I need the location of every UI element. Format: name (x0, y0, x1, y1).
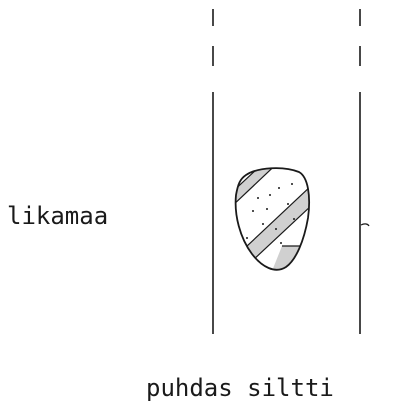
label-contaminated-soil: likamaa (7, 204, 108, 228)
label-clean-silt: puhdas siltti (146, 376, 334, 400)
right-boundary-line (360, 9, 369, 334)
stone-particle (230, 156, 312, 276)
stone-hatch-band-lower (230, 185, 312, 276)
